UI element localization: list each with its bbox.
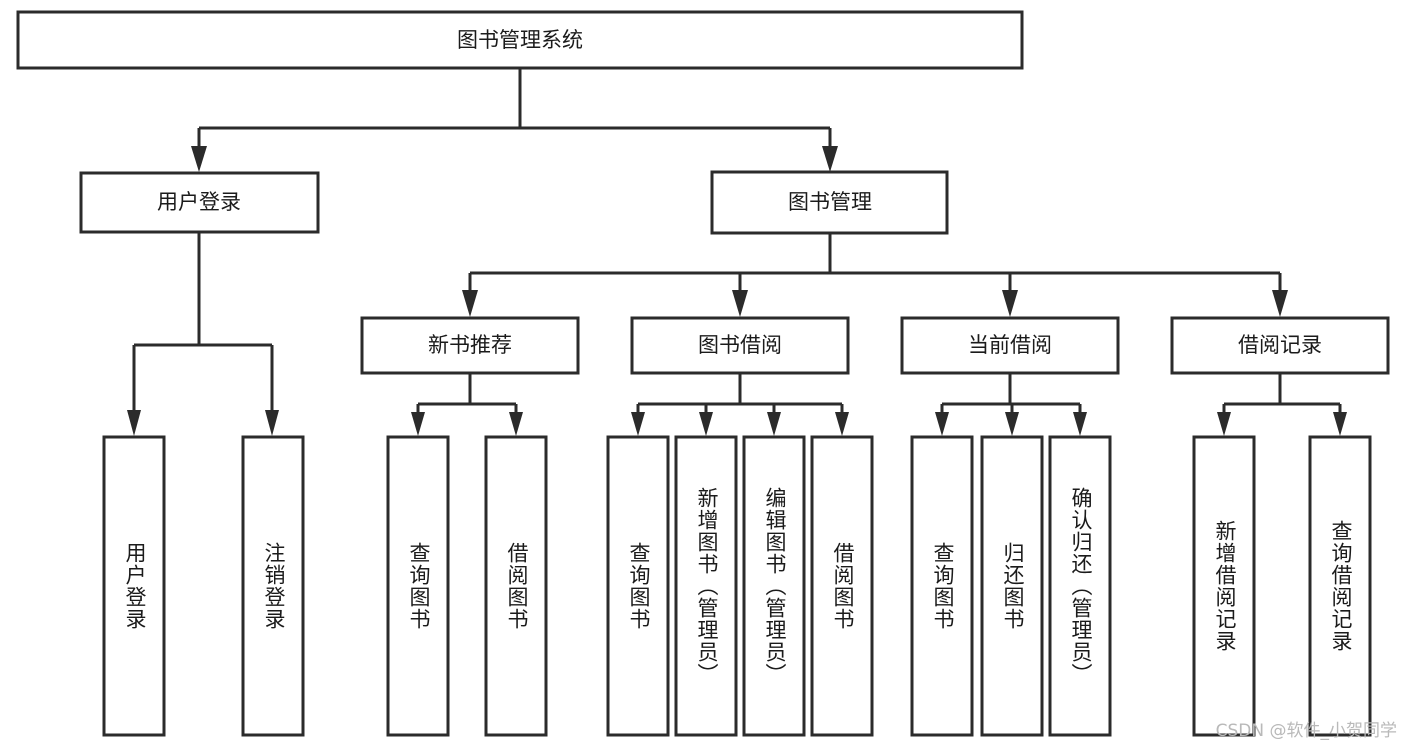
arrow-head-user-login xyxy=(191,146,207,172)
leaf-rect-query-book-3[interactable] xyxy=(910,435,974,737)
leaf-rect-user-login[interactable] xyxy=(102,435,166,737)
node-current-borrow-label: 当前借阅 xyxy=(968,333,1052,357)
node-current-borrow[interactable]: 当前借阅 xyxy=(900,316,1120,375)
node-user-login[interactable]: 用户登录 xyxy=(79,171,320,234)
leaf-rect-query-book-1[interactable] xyxy=(386,435,450,737)
leaf-rect-borrow-book-1[interactable] xyxy=(484,435,548,737)
arrow-head-leaf-add-book xyxy=(699,412,713,436)
connector-group-new-book xyxy=(411,373,523,436)
node-borrow-record[interactable]: 借阅记录 xyxy=(1170,316,1390,375)
leaf-rect-edit-book[interactable] xyxy=(742,435,806,737)
node-book-borrow[interactable]: 图书借阅 xyxy=(630,316,850,375)
arrow-head-new-book xyxy=(462,290,478,317)
leaf-rect-confirm-return[interactable] xyxy=(1048,435,1112,737)
arrow-head-leaf-query-record xyxy=(1333,412,1347,436)
leaf-rect-query-book-2[interactable] xyxy=(606,435,670,737)
node-borrow-record-label: 借阅记录 xyxy=(1238,333,1322,357)
node-book-borrow-rect[interactable] xyxy=(630,316,850,375)
node-user-login-rect[interactable] xyxy=(79,171,320,234)
arrow-head-leaf-edit-book xyxy=(767,412,781,436)
node-root-rect[interactable] xyxy=(16,10,1024,70)
leaf-rect-add-book[interactable] xyxy=(674,435,738,737)
leaf-rect-return-book[interactable] xyxy=(980,435,1044,737)
node-root-label: 图书管理系统 xyxy=(457,28,583,52)
arrow-head-current-borrow xyxy=(1002,290,1018,317)
arrow-head-leaf-add-record xyxy=(1217,412,1231,436)
node-root[interactable]: 图书管理系统 xyxy=(16,10,1024,70)
node-new-book-recommend-rect[interactable] xyxy=(360,316,580,375)
node-book-borrow-label: 图书借阅 xyxy=(698,333,782,357)
connector-group-book-mgmt xyxy=(462,233,1288,317)
watermark-text: CSDN @软件_小贺同学 xyxy=(1215,721,1397,741)
node-new-book-recommend[interactable]: 新书推荐 xyxy=(360,316,580,375)
connector-group-current-borrow xyxy=(935,373,1087,436)
leaf-rect-add-record[interactable] xyxy=(1192,435,1256,737)
node-book-management-label: 图书管理 xyxy=(788,190,872,214)
arrow-head-borrow-record xyxy=(1272,290,1288,317)
node-new-book-recommend-label: 新书推荐 xyxy=(428,333,512,357)
arrow-head-leaf-query-book-3 xyxy=(935,412,949,436)
node-user-login-label: 用户登录 xyxy=(157,190,241,214)
arrow-head-leaf-borrow-book-2 xyxy=(835,412,849,436)
arrow-head-book-mgmt xyxy=(822,146,838,172)
arrow-head-leaf-borrow-book-1 xyxy=(509,412,523,436)
connector-group-user-login xyxy=(127,232,279,436)
arrow-head-leaf-confirm-return xyxy=(1073,412,1087,436)
leaf-rect-borrow-book-2[interactable] xyxy=(810,435,874,737)
node-book-management-rect[interactable] xyxy=(710,170,949,235)
arrow-head-leaf-query-book-2 xyxy=(631,412,645,436)
arrow-head-leaf-return-book xyxy=(1005,412,1019,436)
connector-group-borrow-record xyxy=(1217,373,1347,436)
leaf-rect-logout[interactable] xyxy=(241,435,305,737)
connector-group-root xyxy=(191,68,838,172)
arrow-head-leaf-query-book-1 xyxy=(411,412,425,436)
arrow-head-leaf-user-login xyxy=(127,410,141,436)
node-book-management[interactable]: 图书管理 xyxy=(710,170,949,235)
arrow-head-book-borrow xyxy=(732,290,748,317)
arrow-head-leaf-logout xyxy=(265,410,279,436)
node-borrow-record-rect[interactable] xyxy=(1170,316,1390,375)
node-current-borrow-rect[interactable] xyxy=(900,316,1120,375)
connector-group-book-borrow xyxy=(631,373,849,436)
leaf-rect-query-record[interactable] xyxy=(1308,435,1372,737)
